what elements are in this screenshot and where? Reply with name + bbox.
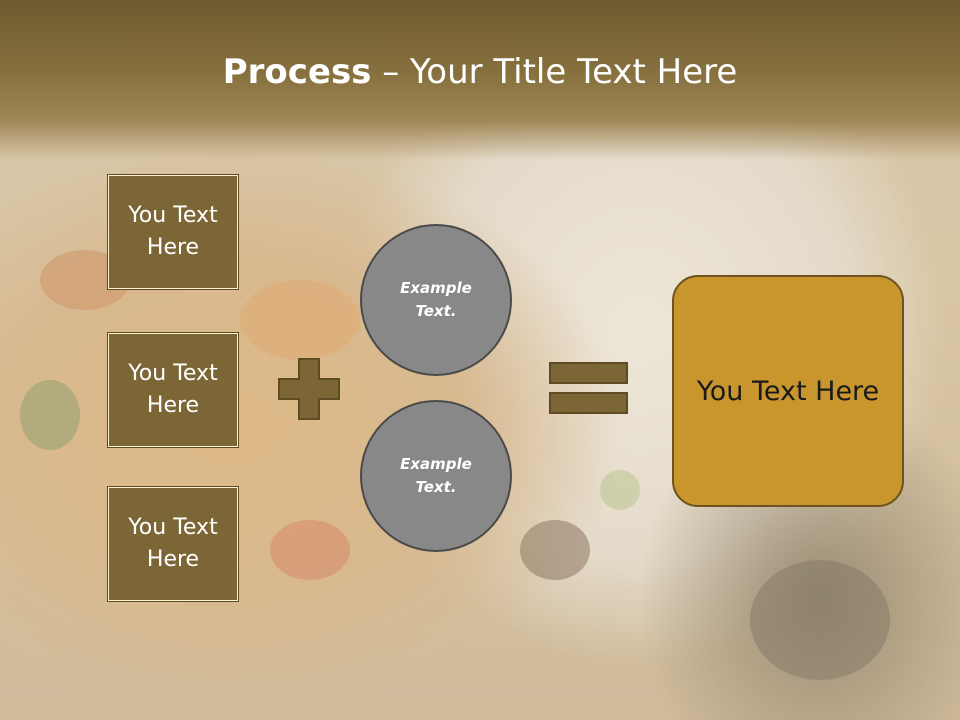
equals-icon <box>549 362 628 414</box>
food-speck <box>20 380 80 450</box>
text-box-3: You Text Here <box>108 487 238 601</box>
food-speck <box>600 470 640 510</box>
food-speck <box>240 280 360 360</box>
circle-label: Example Text. <box>400 455 472 496</box>
example-circle-1: Example Text. <box>360 224 512 376</box>
food-speck <box>520 520 590 580</box>
title-bold: Process <box>222 52 372 92</box>
result-box: You Text Here <box>672 275 904 507</box>
title-rest: – Your Title Text Here <box>371 52 738 92</box>
header-band <box>0 0 960 160</box>
circle-label: Example Text. <box>400 279 472 320</box>
text-box-label: You Text Here <box>128 361 218 418</box>
text-box-label: You Text Here <box>128 515 218 572</box>
food-speck <box>270 520 350 580</box>
page-title: Process – Your Title Text Here <box>0 52 960 92</box>
text-box-label: You Text Here <box>128 203 218 260</box>
result-label: You Text Here <box>696 375 880 407</box>
plus-icon <box>278 358 340 420</box>
food-speck <box>750 560 890 680</box>
example-circle-2: Example Text. <box>360 400 512 552</box>
text-box-2: You Text Here <box>108 333 238 447</box>
text-box-1: You Text Here <box>108 175 238 289</box>
